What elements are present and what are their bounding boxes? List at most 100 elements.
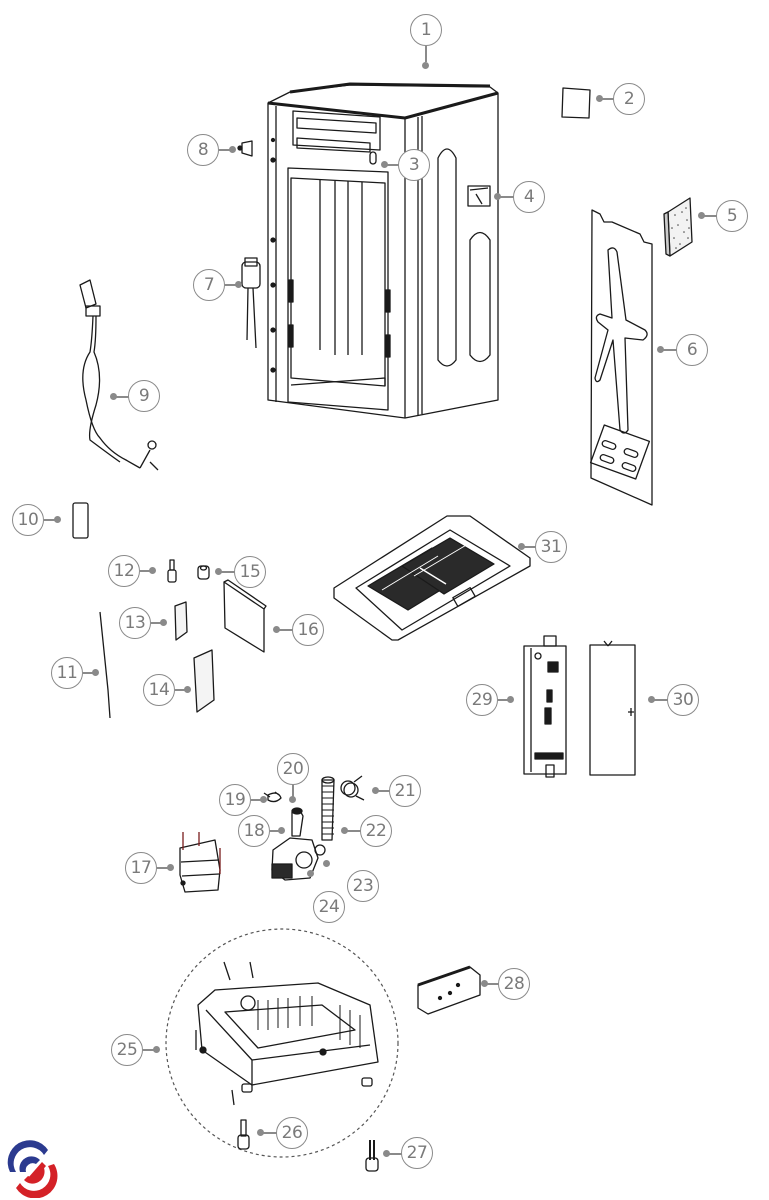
callout-2-leader <box>602 98 614 100</box>
callout-7[interactable]: 7 <box>193 269 225 301</box>
callout-9-dot <box>110 393 117 400</box>
callout-13-leader <box>151 622 161 624</box>
callout-6-leader <box>663 349 677 351</box>
callout-20[interactable]: 20 <box>277 753 309 785</box>
callout-21[interactable]: 21 <box>389 775 421 807</box>
callout-13[interactable]: 13 <box>119 607 151 639</box>
part-large-clamp <box>340 775 365 801</box>
callout-25-dot <box>153 1046 160 1053</box>
callout-31-dot <box>518 543 525 550</box>
callout-15-dot <box>215 568 222 575</box>
part-pcb-module <box>417 965 481 1015</box>
part-drain-hose <box>321 776 335 841</box>
callout-22-leader <box>347 830 361 832</box>
callout-18[interactable]: 18 <box>238 815 270 847</box>
callout-15[interactable]: 15 <box>234 556 266 588</box>
callout-23[interactable]: 23 <box>347 870 379 902</box>
callout-10-dot <box>54 516 61 523</box>
callout-4-leader <box>500 196 514 198</box>
part-foam-pad <box>663 197 693 257</box>
callout-18-leader <box>270 830 280 832</box>
callout-4-dot <box>494 193 501 200</box>
callout-20-dot <box>289 796 296 803</box>
callout-30-leader <box>654 699 668 701</box>
part-side-panel <box>589 209 653 506</box>
callout-12-dot <box>149 567 156 574</box>
callout-16[interactable]: 16 <box>292 614 324 646</box>
callout-8[interactable]: 8 <box>187 134 219 166</box>
callout-17-dot <box>167 864 174 871</box>
part-sensor <box>241 257 261 349</box>
callout-24[interactable]: 24 <box>313 891 345 923</box>
callout-27-leader <box>389 1153 403 1155</box>
callout-10[interactable]: 10 <box>12 504 44 536</box>
callout-13-dot <box>160 619 167 626</box>
callout-21-leader <box>378 790 390 792</box>
part-adjustable-foot <box>237 1119 250 1150</box>
callout-5-leader <box>704 215 718 217</box>
callout-15-leader <box>221 571 235 573</box>
callout-7-dot <box>235 281 242 288</box>
callout-3-dot <box>381 161 388 168</box>
callout-24-dot <box>307 870 314 877</box>
callout-16-leader <box>279 629 293 631</box>
callout-3[interactable]: 3 <box>398 149 430 181</box>
callout-11[interactable]: 11 <box>51 657 83 689</box>
callout-16-dot <box>273 626 280 633</box>
callout-5-dot <box>698 212 705 219</box>
callout-1-leader <box>425 46 427 62</box>
callout-2[interactable]: 2 <box>613 83 645 115</box>
callout-17[interactable]: 17 <box>125 852 157 884</box>
callout-27-dot <box>383 1150 390 1157</box>
callout-9[interactable]: 9 <box>128 380 160 412</box>
callout-26-leader <box>263 1132 277 1134</box>
callout-1[interactable]: 1 <box>410 14 442 46</box>
part-control-board <box>523 635 567 778</box>
part-pump-cover <box>179 832 221 893</box>
callout-22[interactable]: 22 <box>360 815 392 847</box>
part-manual-card <box>223 579 267 653</box>
callout-22-dot <box>341 827 348 834</box>
callout-11-dot <box>92 669 99 676</box>
part-power-cord <box>79 279 159 471</box>
callout-7-leader <box>225 284 237 286</box>
callout-4[interactable]: 4 <box>513 181 545 213</box>
callout-14-dot <box>184 686 191 693</box>
callout-20-leader <box>292 785 294 797</box>
callout-11-leader <box>83 672 93 674</box>
callout-31[interactable]: 31 <box>535 531 567 563</box>
callout-12-leader <box>140 570 150 572</box>
callout-6[interactable]: 6 <box>676 334 708 366</box>
callout-26[interactable]: 26 <box>276 1117 308 1149</box>
callout-27[interactable]: 27 <box>401 1137 433 1169</box>
callout-8-leader <box>219 149 231 151</box>
part-small-clamp <box>263 791 282 803</box>
part-filter-tray <box>333 515 531 641</box>
callout-19[interactable]: 19 <box>219 784 251 816</box>
callout-31-leader <box>524 546 536 548</box>
callout-23-dot <box>323 860 330 867</box>
callout-25[interactable]: 25 <box>111 1034 143 1066</box>
callout-28[interactable]: 28 <box>498 968 530 1000</box>
callout-30[interactable]: 30 <box>667 684 699 716</box>
callout-12[interactable]: 12 <box>108 555 140 587</box>
part-label-plate <box>561 87 591 119</box>
callout-14[interactable]: 14 <box>143 674 175 706</box>
callout-29[interactable]: 29 <box>466 684 498 716</box>
part-hose-clamp <box>314 844 326 856</box>
callout-28-dot <box>481 980 488 987</box>
callout-5[interactable]: 5 <box>716 200 748 232</box>
callout-29-leader <box>498 699 508 701</box>
part-wire <box>99 611 111 719</box>
callout-2-dot <box>596 95 603 102</box>
callout-19-dot <box>260 796 267 803</box>
callout-18-dot <box>278 827 285 834</box>
part-bushing <box>197 565 210 580</box>
part-board-cover <box>589 640 636 776</box>
part-large-bag <box>193 649 215 713</box>
callout-10-leader <box>44 519 56 521</box>
callout-19-leader <box>251 799 261 801</box>
part-foot <box>365 1140 379 1172</box>
